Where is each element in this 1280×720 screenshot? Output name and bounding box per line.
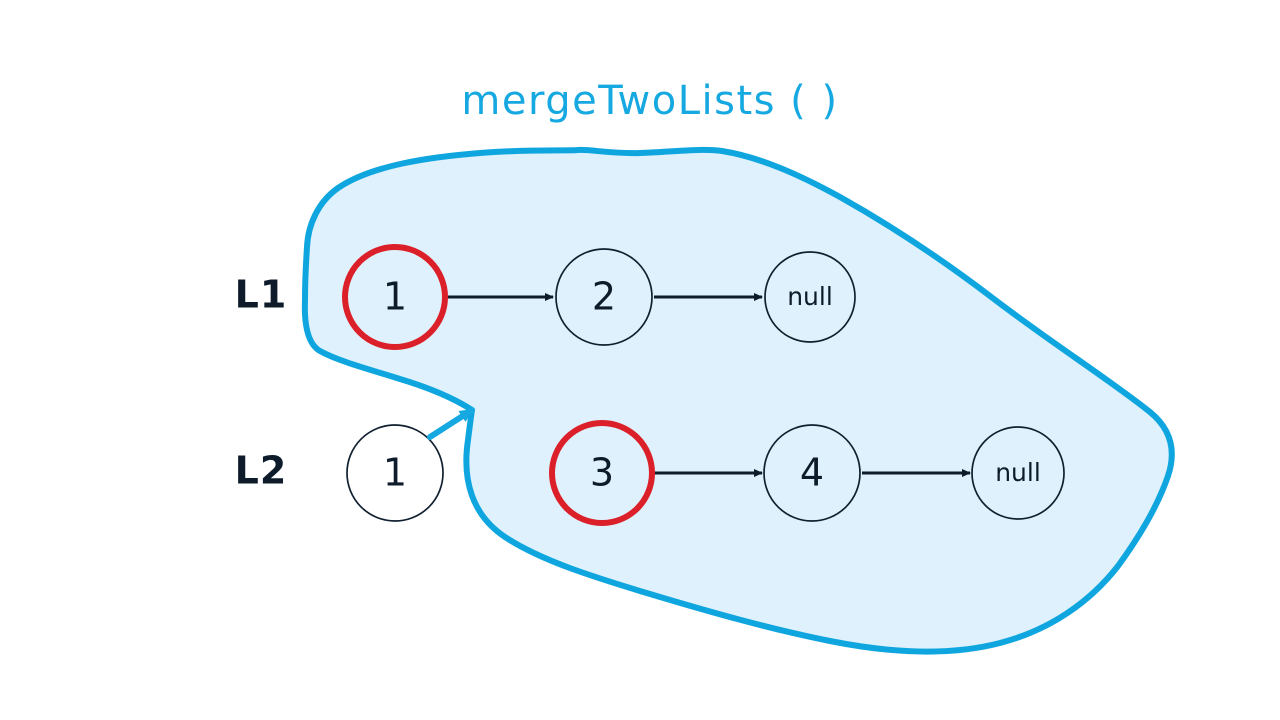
merge-region-group	[301, 146, 1175, 655]
l1-node-2[interactable]: 2	[555, 248, 653, 346]
l2-node-null-circle	[971, 426, 1065, 520]
l1-node-2-circle	[555, 248, 653, 346]
l2-node-null-label: null	[995, 458, 1041, 487]
l2-node-4-circle	[763, 424, 861, 522]
l2-label: L2	[235, 449, 288, 493]
l1-node-null[interactable]: null	[764, 251, 856, 343]
merge-pointer-arrow-group	[427, 407, 475, 440]
l2-node-4-label: 4	[800, 451, 824, 495]
l2-node-1-circle	[346, 424, 444, 522]
l1-node-null-label: null	[787, 282, 833, 311]
l1-node-1-circle	[342, 244, 448, 350]
list-nodes-group: 1 2 null 1 3 4 null	[342, 244, 1065, 526]
l1-node-1[interactable]: 1	[342, 244, 448, 350]
l1-label: L1	[235, 273, 288, 317]
l1-node-2-label: 2	[592, 275, 616, 319]
l1-node-null-circle	[764, 251, 856, 343]
merge-region-blob	[301, 146, 1175, 655]
l2-node-3-circle	[549, 420, 655, 526]
list-links-group	[447, 293, 971, 477]
l2-node-1[interactable]: 1	[346, 424, 444, 522]
l2-node-4[interactable]: 4	[763, 424, 861, 522]
l2-node-1-label: 1	[383, 451, 407, 495]
l2-node-3-label: 3	[590, 451, 614, 495]
page-title: mergeTwoLists ( )	[461, 78, 838, 124]
merge-pointer-arrow	[427, 407, 475, 440]
l2-node-3[interactable]: 3	[549, 420, 655, 526]
l1-node-1-label: 1	[383, 275, 407, 319]
l2-node-null[interactable]: null	[971, 426, 1065, 520]
